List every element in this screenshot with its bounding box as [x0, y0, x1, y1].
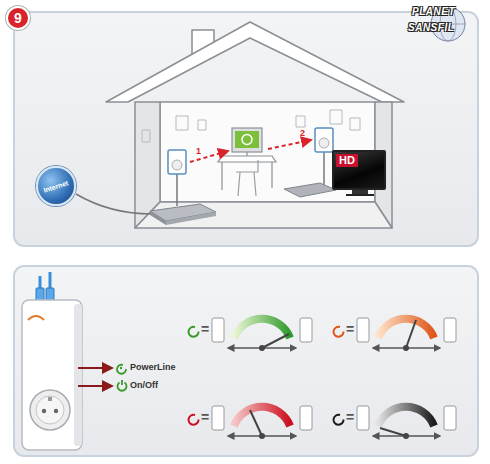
adapter-device — [22, 272, 112, 450]
network-devices — [76, 128, 374, 225]
legend-text: On/Off — [130, 380, 158, 390]
legend-entry: On/Off — [130, 380, 158, 390]
hd-television: HD — [332, 150, 386, 190]
equals-sign: = — [201, 409, 209, 425]
signal-gauges — [189, 318, 456, 439]
equals-sign: = — [346, 409, 354, 425]
node-text: 9 — [14, 10, 22, 26]
watermark-text: SANSFIL — [408, 22, 454, 33]
equals-sign: = — [201, 321, 209, 337]
step-badge: 9 — [6, 6, 30, 30]
step-number: 2 — [300, 128, 305, 138]
step-number: 1 — [196, 146, 201, 156]
panels — [14, 12, 478, 456]
watermark-text: PLANET — [412, 6, 455, 17]
node-text: HD — [336, 154, 358, 167]
legend-text: PowerLine — [130, 362, 176, 372]
legend-icons — [117, 365, 126, 391]
equals-sign: = — [346, 321, 354, 337]
computer-desk — [218, 128, 276, 196]
internet-globe: Internet — [36, 166, 76, 206]
node-text: Internet — [43, 179, 70, 194]
house — [106, 22, 404, 228]
link-arrows — [190, 140, 311, 162]
legend-entry: PowerLine — [130, 362, 176, 372]
